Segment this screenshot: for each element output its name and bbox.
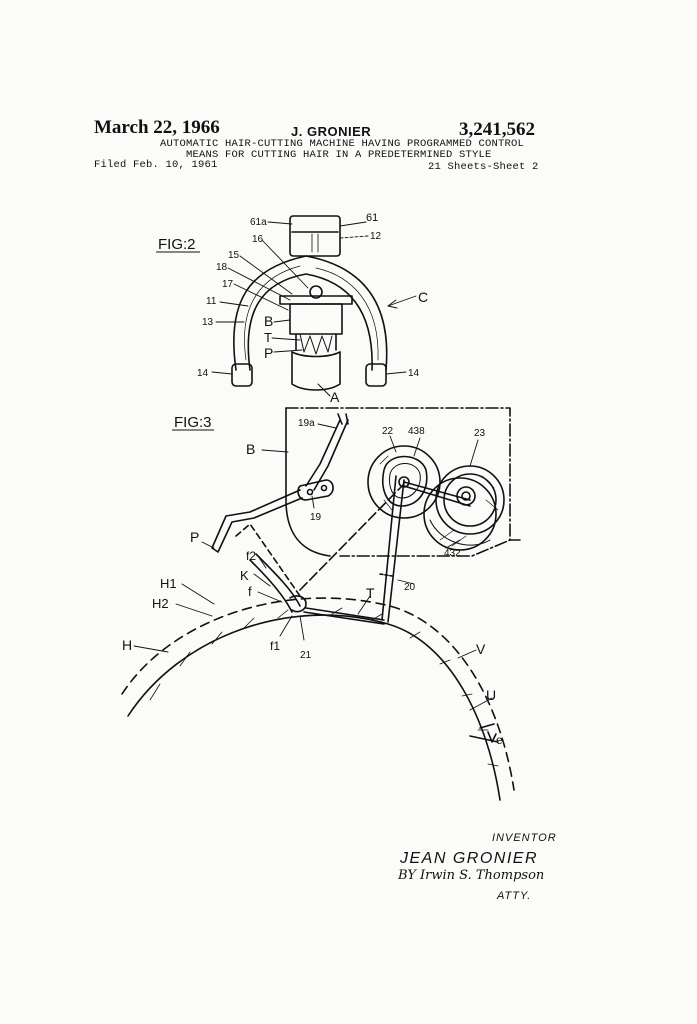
fig2-label-16: 16: [252, 234, 264, 245]
fig3-blade-t: [305, 607, 385, 621]
fig3-label-u: U: [486, 687, 496, 703]
patent-number: 3,241,562: [459, 119, 535, 140]
fig3-cam-22: [367, 445, 441, 519]
fig3-label-21: 21: [300, 650, 312, 661]
fig2-foot-left: [231, 363, 253, 387]
title-line-1: AUTOMATIC HAIR-CUTTING MACHINE HAVING PR…: [160, 138, 525, 150]
fig2-yoke-inner: [247, 273, 373, 371]
fig2-foot-right: [365, 363, 387, 387]
fig2-yoke-outer: [232, 255, 388, 371]
fig3-head-contour: [127, 614, 501, 801]
fig3-label-t: T: [366, 585, 375, 601]
fig2-label-14-left: 14: [197, 368, 209, 379]
fig3-label-f1: f1: [270, 639, 280, 653]
fig2-label-13: 13: [202, 317, 214, 328]
inventor-name: J. GRONIER: [291, 124, 372, 139]
fig2-body-b: [289, 303, 343, 335]
fig2-label-t: T: [264, 330, 272, 345]
fig3-drawing: [121, 407, 521, 801]
signature-role: INVENTOR: [492, 832, 557, 844]
signature-name: JEAN GRONIER: [400, 850, 539, 867]
fig2-label-61a: 61a: [250, 217, 267, 228]
fig2-cap: [289, 215, 341, 257]
fig3-label-p: P: [190, 529, 199, 545]
fig2-drawing: [211, 215, 417, 397]
fig2-label-18: 18: [216, 262, 228, 273]
fig3-label-20: 20: [404, 582, 416, 593]
fig3-head-hatching: [149, 607, 499, 767]
fig2-label-61: 61: [366, 212, 378, 224]
fig3-label-438: 438: [408, 426, 425, 437]
fig2-label-p: P: [264, 345, 273, 361]
fig3-label-22: 22: [382, 426, 394, 437]
fig3-comb-k: [235, 523, 301, 597]
fig3-label-f: f: [248, 584, 252, 599]
title-line-2: MEANS FOR CUTTING HAIR IN A PREDETERMINE…: [186, 149, 492, 161]
fig3-label-h: H: [122, 637, 132, 653]
signature-atty: ATTY.: [497, 890, 532, 902]
fig3-label-v: V: [476, 641, 486, 657]
fig3-rod-20: [381, 475, 397, 621]
fig2-label-15: 15: [228, 250, 240, 261]
fig2-pivot: [309, 285, 323, 299]
fig2-label-14-right: 14: [408, 368, 420, 379]
fig3-wheel-432: [423, 477, 497, 551]
fig2-label-b: B: [264, 313, 273, 329]
fig3-hair-contour: [121, 597, 515, 791]
fig3-label-e: e: [496, 733, 503, 747]
filed-date: Filed Feb. 10, 1961: [94, 159, 218, 171]
fig3-label-k: K: [240, 568, 249, 583]
patent-date: March 22, 1966: [94, 117, 220, 138]
fig3-label-h1: H1: [160, 576, 177, 591]
fig3-label-h2: H2: [152, 596, 169, 611]
fig3-label-432: 432: [444, 548, 461, 559]
fig2-label-17: 17: [222, 279, 234, 290]
fig3-arm-p: [211, 489, 303, 553]
fig3-label-19a: 19a: [298, 418, 315, 429]
fig2-label-11: 11: [206, 296, 217, 307]
fig3-title: FIG:3: [174, 414, 212, 431]
fig3-label-b: B: [246, 441, 255, 457]
fig2-label-a: A: [330, 389, 340, 405]
fig2-label-c: C: [418, 289, 428, 305]
fig3-housing-body: [285, 407, 331, 557]
fig3-label-19: 19: [310, 512, 322, 523]
fig3-label-23: 23: [474, 428, 486, 439]
fig3-lever-19: [305, 419, 341, 487]
fig2-title: FIG:2: [158, 236, 196, 253]
signature-attorney: BY Irwin S. Thompson: [398, 868, 545, 883]
sheet-count: 21 Sheets-Sheet 2: [428, 161, 539, 173]
fig3-label-f2: f2: [246, 549, 256, 563]
fig2-cylinder-a: [291, 351, 341, 391]
fig2-label-12: 12: [370, 231, 382, 242]
